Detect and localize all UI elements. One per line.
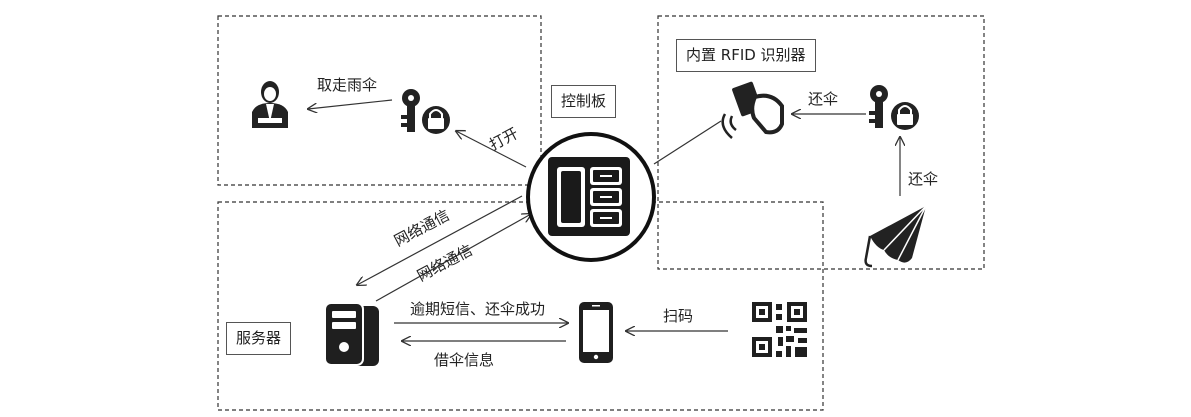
overdue-sms-label: 逾期短信、还伞成功 (410, 300, 546, 318)
control-board-icon (526, 132, 656, 262)
link-board-to-rfid (653, 120, 722, 165)
arrow-network-to-server (357, 195, 523, 285)
umbrella-icon (864, 205, 927, 268)
phone-icon (579, 302, 613, 363)
take-umbrella-label: 取走雨伞 (317, 76, 378, 94)
user-region-box (217, 15, 542, 186)
control-board-label: 控制板 (551, 85, 617, 118)
return-umbrella-label-1: 还伞 (808, 90, 839, 108)
arrow-network-to-board (375, 214, 531, 302)
return-region-box (657, 15, 985, 270)
server-label: 服务器 (226, 322, 292, 355)
borrow-info-label: 借伞信息 (434, 351, 495, 369)
server-region-box (217, 201, 824, 411)
person-icon (252, 81, 288, 128)
key-lock-icon-return (869, 85, 919, 130)
arrow-open (456, 131, 527, 168)
server-icon (324, 302, 379, 366)
key-lock-icon (401, 89, 450, 134)
qr-code-icon (752, 302, 807, 357)
rfid-reader-label: 内置 RFID 识别器 (676, 39, 816, 72)
return-umbrella-label-2: 还伞 (908, 170, 939, 188)
arrow-take-umbrella (308, 99, 393, 109)
rfid-card-tap-icon (721, 81, 784, 139)
scan-code-label: 扫码 (663, 307, 694, 325)
